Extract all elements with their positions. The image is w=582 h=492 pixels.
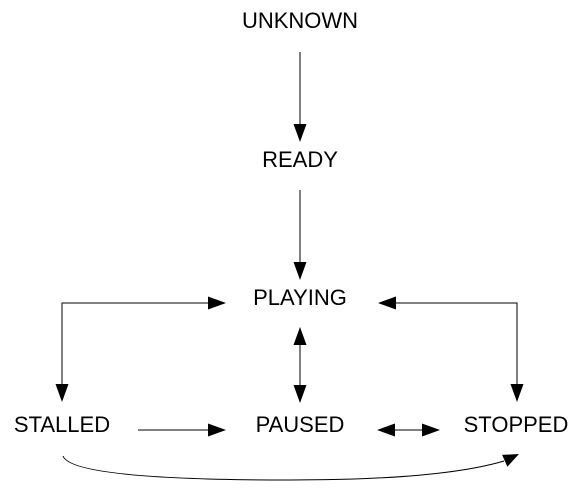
state-stopped: STOPPED xyxy=(464,412,569,437)
arrowhead-stalled xyxy=(55,384,69,402)
state-ready: READY xyxy=(262,147,338,172)
state-playing: PLAYING xyxy=(253,285,347,310)
arrowhead-paused-right xyxy=(377,423,395,437)
edge-playing-paused xyxy=(293,327,307,403)
arrowhead-ready xyxy=(293,124,307,142)
arrowhead-playing-right xyxy=(378,296,396,310)
arrowhead-paused-left xyxy=(208,423,226,437)
edge-stalled-to-paused xyxy=(138,423,226,437)
arrowhead-playing-bottom xyxy=(293,327,307,345)
state-paused: PAUSED xyxy=(256,412,345,437)
edge-stalled-to-stopped xyxy=(62,454,519,481)
edge-paused-stopped xyxy=(377,423,440,437)
edge-ready-to-playing xyxy=(293,190,307,280)
arrowhead-playing-top xyxy=(293,262,307,280)
arrowhead-stopped-top xyxy=(510,384,524,402)
arrowhead-stopped-left xyxy=(422,423,440,437)
arrowhead-stopped-bottom xyxy=(502,454,519,467)
edge-playing-stopped xyxy=(378,296,524,402)
arrowhead-paused-top xyxy=(293,385,307,403)
edge-unknown-to-ready xyxy=(293,52,307,142)
state-unknown: UNKNOWN xyxy=(242,8,358,33)
arrowhead-playing-left xyxy=(208,296,226,310)
state-stalled: STALLED xyxy=(14,412,110,437)
edge-playing-stalled xyxy=(55,296,226,402)
